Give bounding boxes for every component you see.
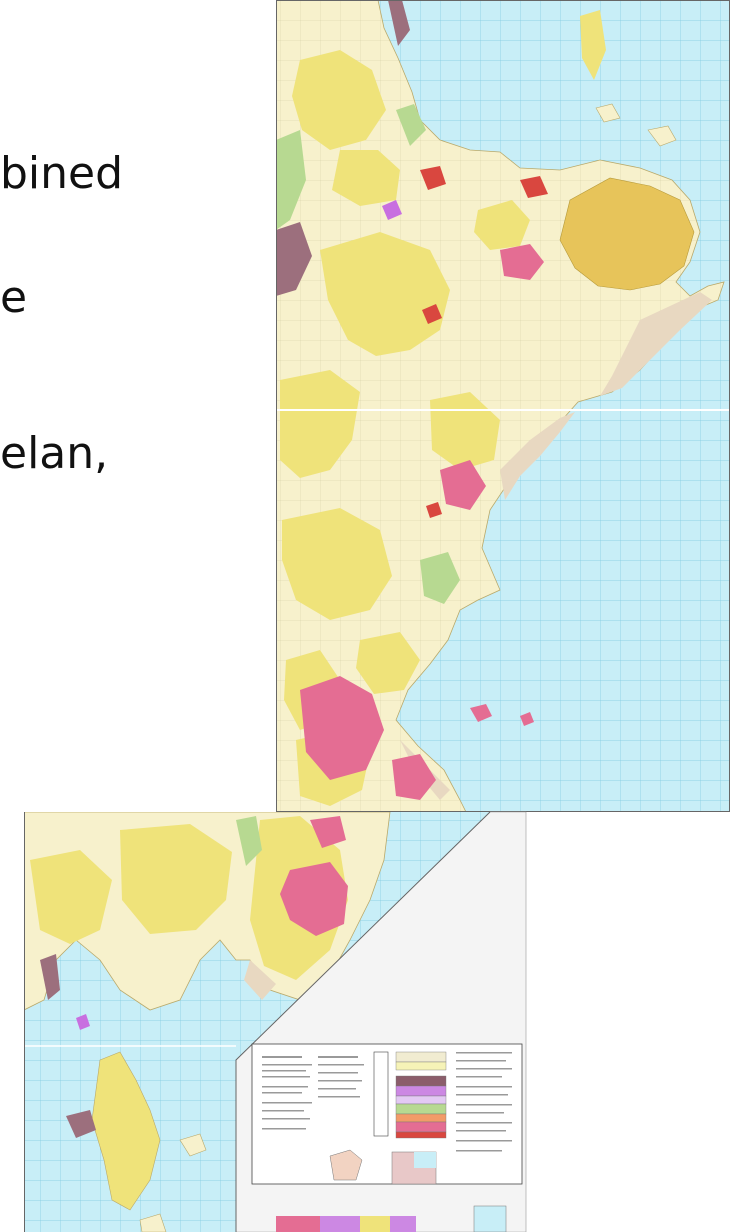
slide-text-line-3: elan, xyxy=(0,428,109,479)
sandy-coast xyxy=(600,292,712,396)
island xyxy=(580,10,606,80)
yellow-unit xyxy=(292,50,386,150)
bottom-map-sheet xyxy=(24,811,527,1232)
cross-section-strip xyxy=(276,1205,507,1232)
mauve-unit xyxy=(276,222,312,296)
stratigraphic-column xyxy=(373,1051,447,1139)
purple-unit xyxy=(382,200,402,220)
green-unit xyxy=(276,130,306,230)
red-unit xyxy=(422,304,442,324)
pink-granite-unit xyxy=(300,676,384,780)
slide-text-line-2: e xyxy=(0,272,28,323)
inset-maps xyxy=(329,1149,437,1185)
map-legend xyxy=(251,1043,523,1185)
island-chain xyxy=(91,1051,161,1211)
top-map-sheet xyxy=(276,0,730,812)
gold-granite-mass xyxy=(559,177,695,291)
pink-granite-unit-bottom xyxy=(280,862,348,936)
slide-text-line-1: bined xyxy=(0,148,124,199)
